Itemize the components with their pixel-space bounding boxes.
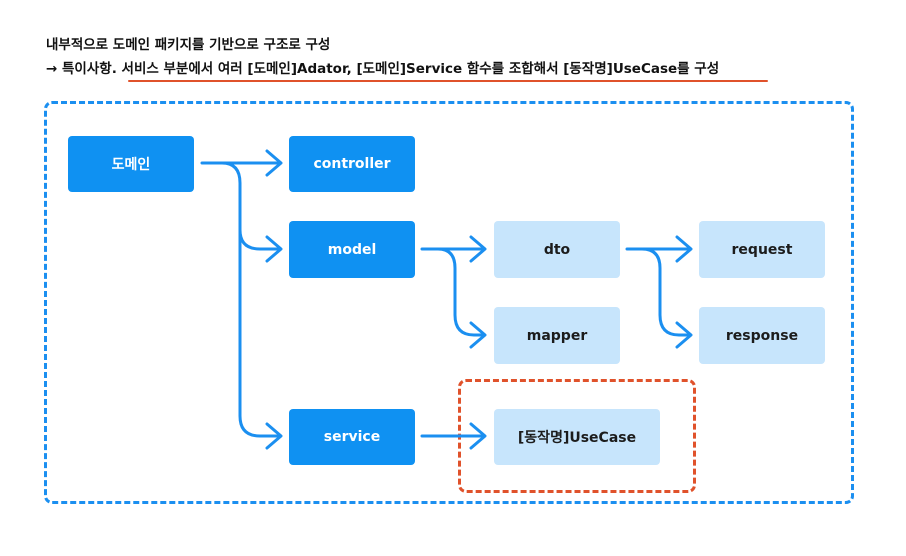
package-frame bbox=[44, 101, 854, 504]
heading-line-2: → 특이사항. 서비스 부분에서 여러 [도메인]Adator, [도메인]Se… bbox=[46, 61, 720, 77]
arrow-service-to-usecase bbox=[420, 422, 487, 450]
arrow-domain-to-service bbox=[238, 228, 283, 450]
highlight-underline bbox=[128, 80, 768, 82]
node-service: service bbox=[289, 409, 415, 465]
arrow-model-to-dto bbox=[420, 235, 487, 263]
node-domain: 도메인 bbox=[68, 136, 194, 192]
heading-line-1: 내부적으로 도메인 패키지를 기반으로 구조로 구성 bbox=[46, 37, 331, 53]
node-response: response bbox=[699, 307, 825, 364]
arrow-dto-to-response bbox=[640, 247, 693, 349]
node-mapper: mapper bbox=[494, 307, 620, 364]
node-controller: controller bbox=[289, 136, 415, 192]
node-dto: dto bbox=[494, 221, 620, 278]
node-usecase: [동작명]UseCase bbox=[494, 409, 660, 465]
arrow-domain-to-controller bbox=[200, 149, 283, 177]
arrow-dto-to-request bbox=[625, 235, 693, 263]
arrow-model-to-mapper bbox=[436, 247, 487, 349]
arrow-domain-to-model bbox=[220, 161, 283, 263]
node-model: model bbox=[289, 221, 415, 278]
node-request: request bbox=[699, 221, 825, 278]
